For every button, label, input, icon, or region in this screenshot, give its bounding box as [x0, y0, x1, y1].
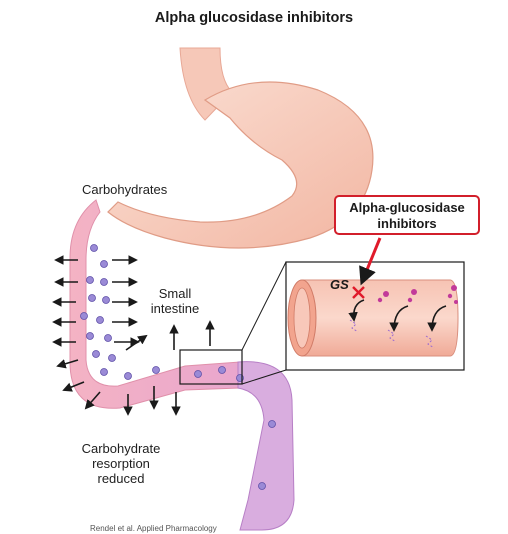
absorption-arrows [52, 255, 215, 416]
zoom-region [179, 349, 243, 385]
enzyme-label: GS [330, 277, 349, 292]
glucose-molecules [377, 285, 458, 304]
resorption-label: Carbohydrate resorption reduced [60, 441, 182, 486]
inhibitor-arrow [359, 237, 382, 286]
inhibitor-callout: Alpha-glucosidase inhibitors [334, 195, 480, 235]
resorption-line1: Carbohydrate [81, 441, 161, 456]
inhibition-cross [352, 286, 365, 299]
small-intestine-line2: intestine [150, 301, 200, 316]
small-intestine-label: Small intestine [140, 286, 210, 316]
diagram-title: Alpha glucosidase inhibitors [154, 10, 354, 26]
callout-line2: inhibitors [377, 216, 437, 231]
carbohydrates-label: Carbohydrates [82, 182, 168, 197]
intestine-tube-section [301, 279, 459, 357]
resorption-line2: resorption [92, 456, 150, 471]
carbohydrate-molecules [80, 244, 276, 490]
small-intestine-lower [237, 361, 295, 531]
small-intestine-line1: Small [158, 286, 192, 301]
source-credit: Rendel et al. Applied Pharmacology [90, 524, 217, 533]
callout-line1: Alpha-glucosidase [349, 200, 465, 215]
stomach [107, 81, 374, 249]
resorption-line3: reduced [97, 471, 145, 486]
carbohydrate-fragments [349, 319, 435, 349]
digestion-arrows [348, 299, 447, 332]
